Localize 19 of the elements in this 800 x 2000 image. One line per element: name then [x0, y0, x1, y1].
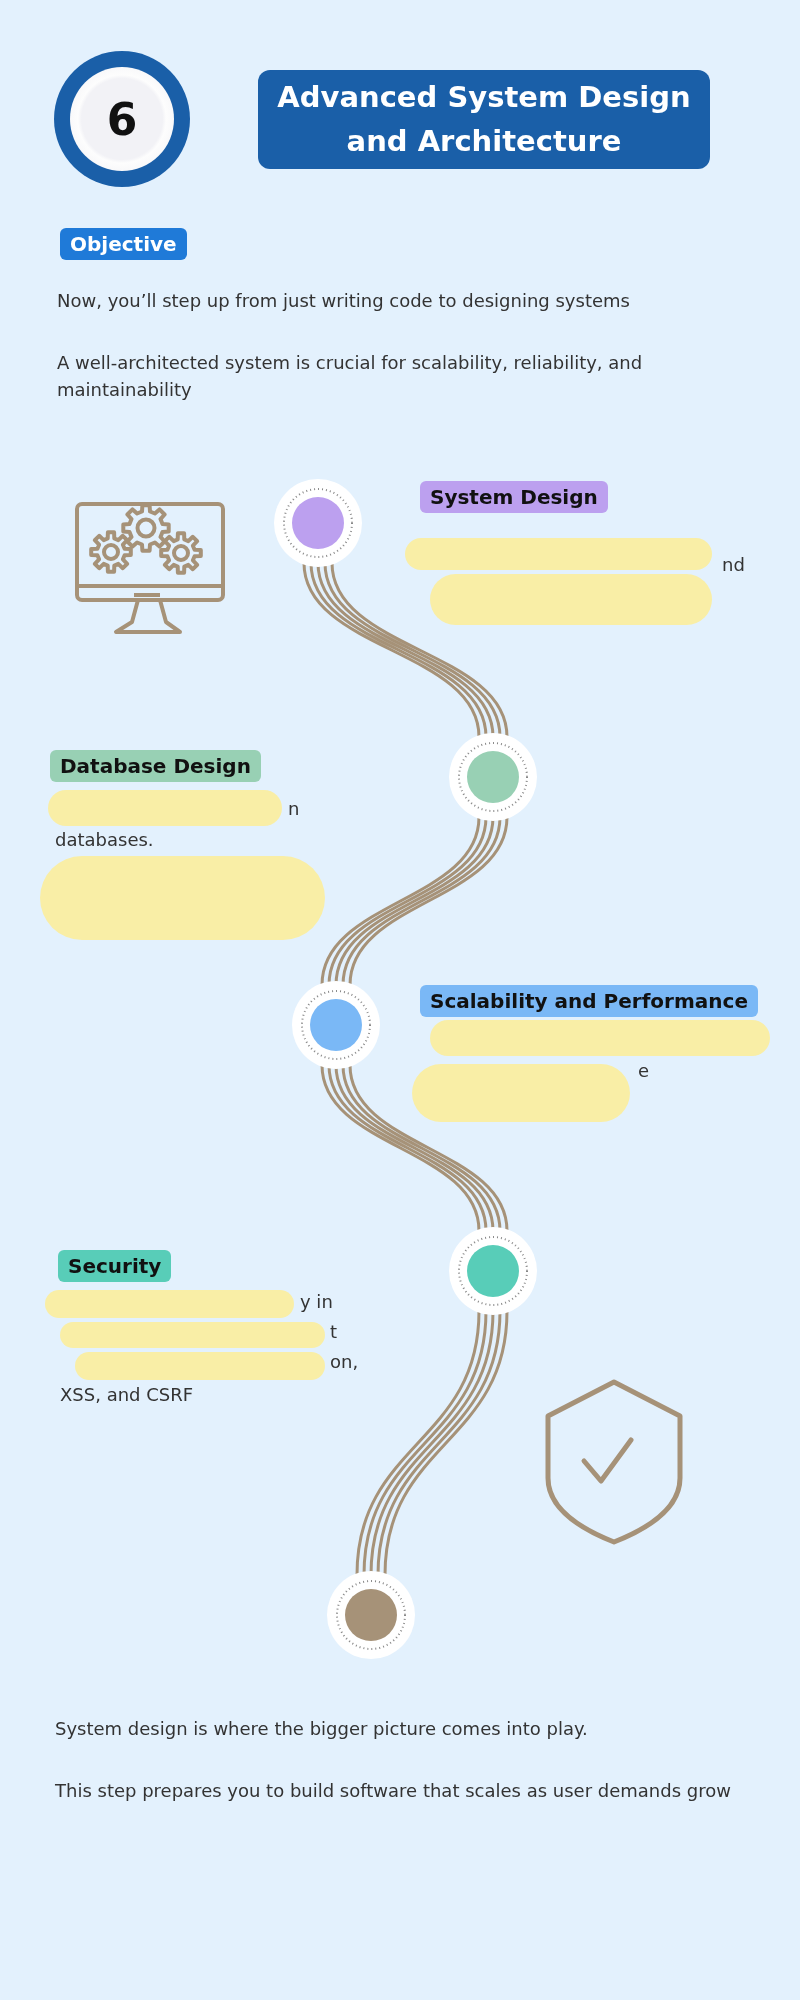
step-heading: System Design	[420, 481, 608, 513]
text-fragment: y in	[300, 1291, 333, 1312]
body-text: A well-architected system is crucial for scalability, reliability, and maintainability	[57, 351, 644, 402]
text-fragment: n	[288, 798, 300, 819]
step-heading: Scalability and Performance	[420, 985, 758, 1017]
title-banner: Advanced System Design and Architecture	[258, 70, 710, 169]
text-fragment: XSS, and CSRF	[60, 1384, 194, 1405]
text-fragment: t	[330, 1321, 338, 1342]
body-text: This step prepares you to build software that scales as user demands grow	[55, 1779, 732, 1803]
body-text: System design is where the bigger picture comes into play.	[55, 1717, 589, 1741]
body-text: Now, you’ll step up from just writing code to designing systems	[57, 289, 631, 313]
text-fragment: databases.	[55, 829, 154, 850]
step-heading: Security	[58, 1250, 172, 1282]
text-fragment: e	[638, 1060, 650, 1081]
text-fragment: on,	[330, 1351, 359, 1372]
step-number: 6	[106, 93, 138, 145]
text-fragment: nd	[722, 554, 745, 575]
step-heading: Database Design	[50, 750, 261, 782]
section-heading: Objective	[60, 228, 187, 260]
